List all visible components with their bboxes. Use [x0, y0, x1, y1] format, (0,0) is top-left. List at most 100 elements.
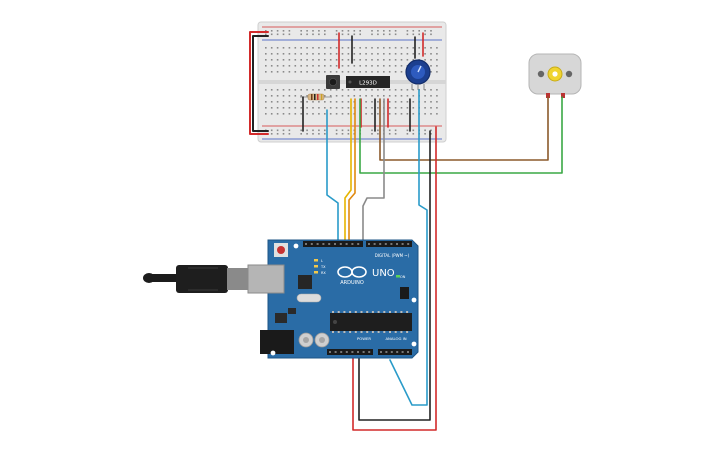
breadboard-hole [294, 89, 297, 91]
rail-hole [282, 33, 285, 36]
atmega-pin [377, 311, 380, 313]
rail-hole [341, 129, 344, 132]
breadboard-hole [324, 113, 326, 115]
breadboard-hole [335, 59, 338, 61]
wire-brown-motor[interactable] [379, 96, 549, 161]
breadboard-hole [312, 59, 314, 61]
breadboard-hole [377, 89, 379, 91]
atmega-pin [354, 311, 357, 313]
breadboard-hole [318, 113, 320, 115]
mounting-hole-3 [411, 341, 417, 347]
breadboard-hole [371, 65, 373, 67]
breadboard-hole [329, 89, 332, 91]
breadboard-hole [318, 71, 320, 73]
breadboard-hole [288, 47, 291, 49]
breadboard-hole [430, 59, 432, 61]
breadboard-hole [335, 101, 338, 103]
header-pin [379, 243, 382, 245]
breadboard-hole [424, 95, 426, 97]
breadboard-hole [300, 59, 302, 61]
breadboard-hole [365, 65, 367, 67]
breadboard-hole [377, 59, 379, 61]
breadboard-hole [335, 95, 338, 97]
breadboard-hole [365, 101, 367, 103]
rail-hole [430, 30, 432, 32]
breadboard-hole [300, 107, 302, 109]
potentiometer[interactable] [405, 59, 431, 90]
breadboard-hole [424, 47, 426, 49]
wire-black-ground[interactable] [358, 130, 431, 421]
breadboard-hole [300, 113, 302, 115]
pushbutton[interactable] [326, 75, 340, 89]
breadboard-hole [347, 59, 350, 61]
wire-red-power[interactable] [352, 126, 437, 431]
breadboard-hole [359, 59, 361, 61]
rail-hole [300, 133, 302, 135]
rail-hole [406, 30, 409, 32]
l293d-chip[interactable]: L293D [346, 76, 390, 88]
rail-hole [282, 133, 285, 135]
rail-hole [306, 129, 308, 132]
usb-cable[interactable] [143, 265, 249, 293]
atmega-pin [360, 311, 363, 313]
breadboard-hole [400, 65, 403, 67]
rail-hole [412, 129, 415, 132]
rail-hole [300, 30, 302, 32]
header-pin [373, 243, 376, 245]
usb-chip [298, 275, 312, 289]
breadboard-hole [282, 113, 285, 115]
breadboard-hole [436, 113, 438, 115]
motor-terminal-2 [561, 93, 565, 98]
wire-blue-button[interactable] [326, 109, 339, 242]
wire-blue-potentiometer[interactable] [389, 89, 428, 406]
atmega-pin [366, 331, 369, 333]
breadboard-hole [371, 59, 373, 61]
breadboard-hole [270, 71, 273, 73]
header-pin [401, 243, 404, 245]
atmega-pin [389, 311, 391, 313]
rail-hole [288, 133, 291, 135]
breadboard-hole [341, 59, 344, 61]
arduino-uno[interactable]: ARDUINO UNO DIGITAL (PWM ~) POWER ANALOG… [247, 239, 419, 359]
breadboard-hole [318, 89, 320, 91]
wire-black-left-rail[interactable] [252, 35, 269, 132]
breadboard-hole [347, 107, 350, 109]
breadboard-hole [265, 95, 267, 97]
dc-motor[interactable] [528, 53, 582, 98]
breadboard-hole [312, 89, 314, 91]
rail-hole [412, 30, 415, 32]
rail-hole [394, 133, 397, 135]
header-pins [305, 243, 410, 353]
wire-orange-signal-2[interactable] [348, 98, 356, 242]
rail-hole [347, 133, 350, 135]
breadboard-hole [300, 101, 302, 103]
breadboard-hole [430, 53, 432, 55]
breadboard-hole [324, 89, 326, 91]
wire-yellow-signal-1[interactable] [344, 98, 352, 242]
breadboard-hole [377, 95, 379, 97]
wire-gray-signal-3[interactable] [362, 98, 385, 242]
rail-hole [276, 33, 279, 36]
breadboard-hole [394, 71, 397, 73]
breadboard-hole [436, 107, 438, 109]
wire-red-left-rail[interactable] [249, 31, 269, 135]
tx-led [314, 265, 318, 268]
resistor[interactable] [300, 93, 332, 101]
rail-hole [353, 30, 356, 32]
atmega-pin [332, 331, 334, 333]
header-pin [362, 351, 365, 353]
breadboard-hole [400, 71, 403, 73]
rail-hole [418, 30, 420, 32]
rail-hole [430, 129, 432, 132]
wire-green-motor[interactable] [359, 96, 563, 174]
capacitor-1-top [303, 337, 309, 343]
breadboard-hole [406, 53, 409, 55]
breadboard-hole [294, 65, 297, 67]
analog-header [378, 349, 412, 355]
reset-button[interactable] [277, 246, 285, 254]
breadboard-hole [282, 59, 285, 61]
breadboard-hole [400, 95, 403, 97]
breadboard-hole [359, 65, 361, 67]
header-pin [384, 243, 387, 245]
breadboard-hole [270, 101, 273, 103]
